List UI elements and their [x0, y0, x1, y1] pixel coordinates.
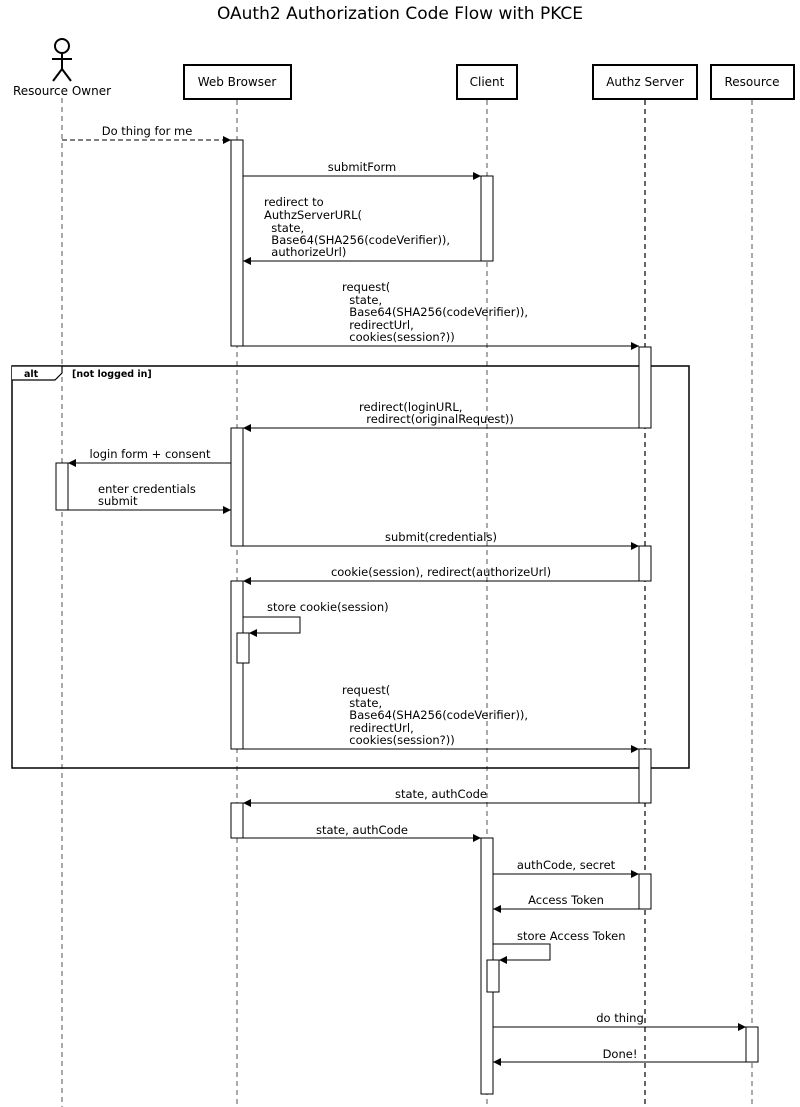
message-labels: Do thing for me submitForm redirect to A… [90, 124, 644, 1061]
label-request1-line-5: cookies(session?)) [342, 330, 455, 344]
participant-web-browser: Web Browser [183, 64, 292, 100]
activation-bar [230, 802, 244, 839]
label-request2-line-2: state, [342, 696, 382, 710]
label-state-authcode-1: state, authCode [395, 787, 487, 801]
participant-label-web-browser: Web Browser [198, 75, 277, 89]
message-arrow [493, 943, 551, 964]
label-store-cookie: store cookie(session) [267, 600, 389, 614]
activation-bar [230, 580, 244, 750]
lifelines [61, 98, 753, 1107]
diagram-title: OAuth2 Authorization Code Flow with PKCE [217, 4, 583, 24]
label-store-access-token: store Access Token [517, 929, 626, 943]
label-enter-credentials-line-1: enter credentials [98, 482, 196, 496]
label-login-form-consent: login form + consent [90, 447, 211, 461]
label-redirect-line-2: AuthzServerURL( [264, 208, 362, 222]
resource-owner-actor: Resource Owner [13, 38, 111, 98]
label-request2-line-1: request( [342, 683, 390, 697]
label-redirect-line-4: Base64(SHA256(codeVerifier)), [264, 233, 450, 247]
label-request2-line-4: redirectUrl, [342, 721, 414, 735]
label-submit-credentials: submit(credentials) [385, 530, 497, 544]
participant-client: Client [456, 64, 518, 100]
label-submit-form: submitForm [328, 160, 396, 174]
label-redirect-line-1: redirect to [264, 195, 324, 209]
label-redirect-login-line-1: redirect(loginURL, [359, 400, 462, 414]
label-redirect-line-3: state, [264, 221, 304, 235]
alt-frame: alt [not logged in] [11, 365, 690, 769]
activation-bar [638, 748, 652, 804]
messages [62, 136, 746, 1066]
label-authcode-secret: authCode, secret [517, 858, 616, 872]
participant-label-authz-server: Authz Server [606, 75, 684, 89]
activation-bar [480, 175, 494, 262]
label-request1-line-4: redirectUrl, [342, 318, 414, 332]
activation-bar [638, 873, 652, 910]
participant-label-resource: Resource [724, 75, 779, 89]
alt-frame-keyword: alt [24, 369, 39, 380]
label-cookie-redirect: cookie(session), redirect(authorizeUrl) [331, 565, 551, 579]
message-arrow [243, 616, 301, 637]
label-request1-line-3: Base64(SHA256(codeVerifier)), [342, 305, 528, 319]
label-state-authcode-2: state, authCode [316, 823, 408, 837]
activation-bar [230, 427, 244, 547]
label-enter-credentials-line-2: submit [98, 494, 138, 508]
activation-bars [55, 139, 759, 1095]
label-request1-line-2: state, [342, 293, 382, 307]
label-do-thing-for-me: Do thing for me [102, 124, 193, 138]
activation-bar [638, 545, 652, 582]
label-request1-line-1: request( [342, 280, 390, 294]
participant-resource: Resource [710, 64, 795, 100]
label-request2-line-5: cookies(session?)) [342, 733, 455, 747]
activation-bar [55, 462, 69, 511]
label-do-thing: do thing [596, 1011, 644, 1025]
activation-bar [230, 139, 244, 347]
participant-label-client: Client [470, 75, 505, 89]
activation-bar [236, 632, 250, 664]
activation-bar [745, 1026, 759, 1063]
label-done: Done! [603, 1047, 638, 1061]
alt-frame-condition: [not logged in] [72, 369, 152, 380]
participant-label-resource-owner: Resource Owner [13, 84, 111, 98]
label-access-token: Access Token [528, 893, 604, 907]
stick-figure-icon [52, 38, 72, 82]
label-redirect-line-5: authorizeUrl) [264, 245, 346, 259]
label-redirect-login-line-2: redirect(originalRequest)) [359, 412, 514, 426]
participant-authz-server: Authz Server [592, 64, 698, 100]
activation-bar [486, 959, 500, 993]
label-request2-line-3: Base64(SHA256(codeVerifier)), [342, 708, 528, 722]
activation-bar [638, 346, 652, 429]
